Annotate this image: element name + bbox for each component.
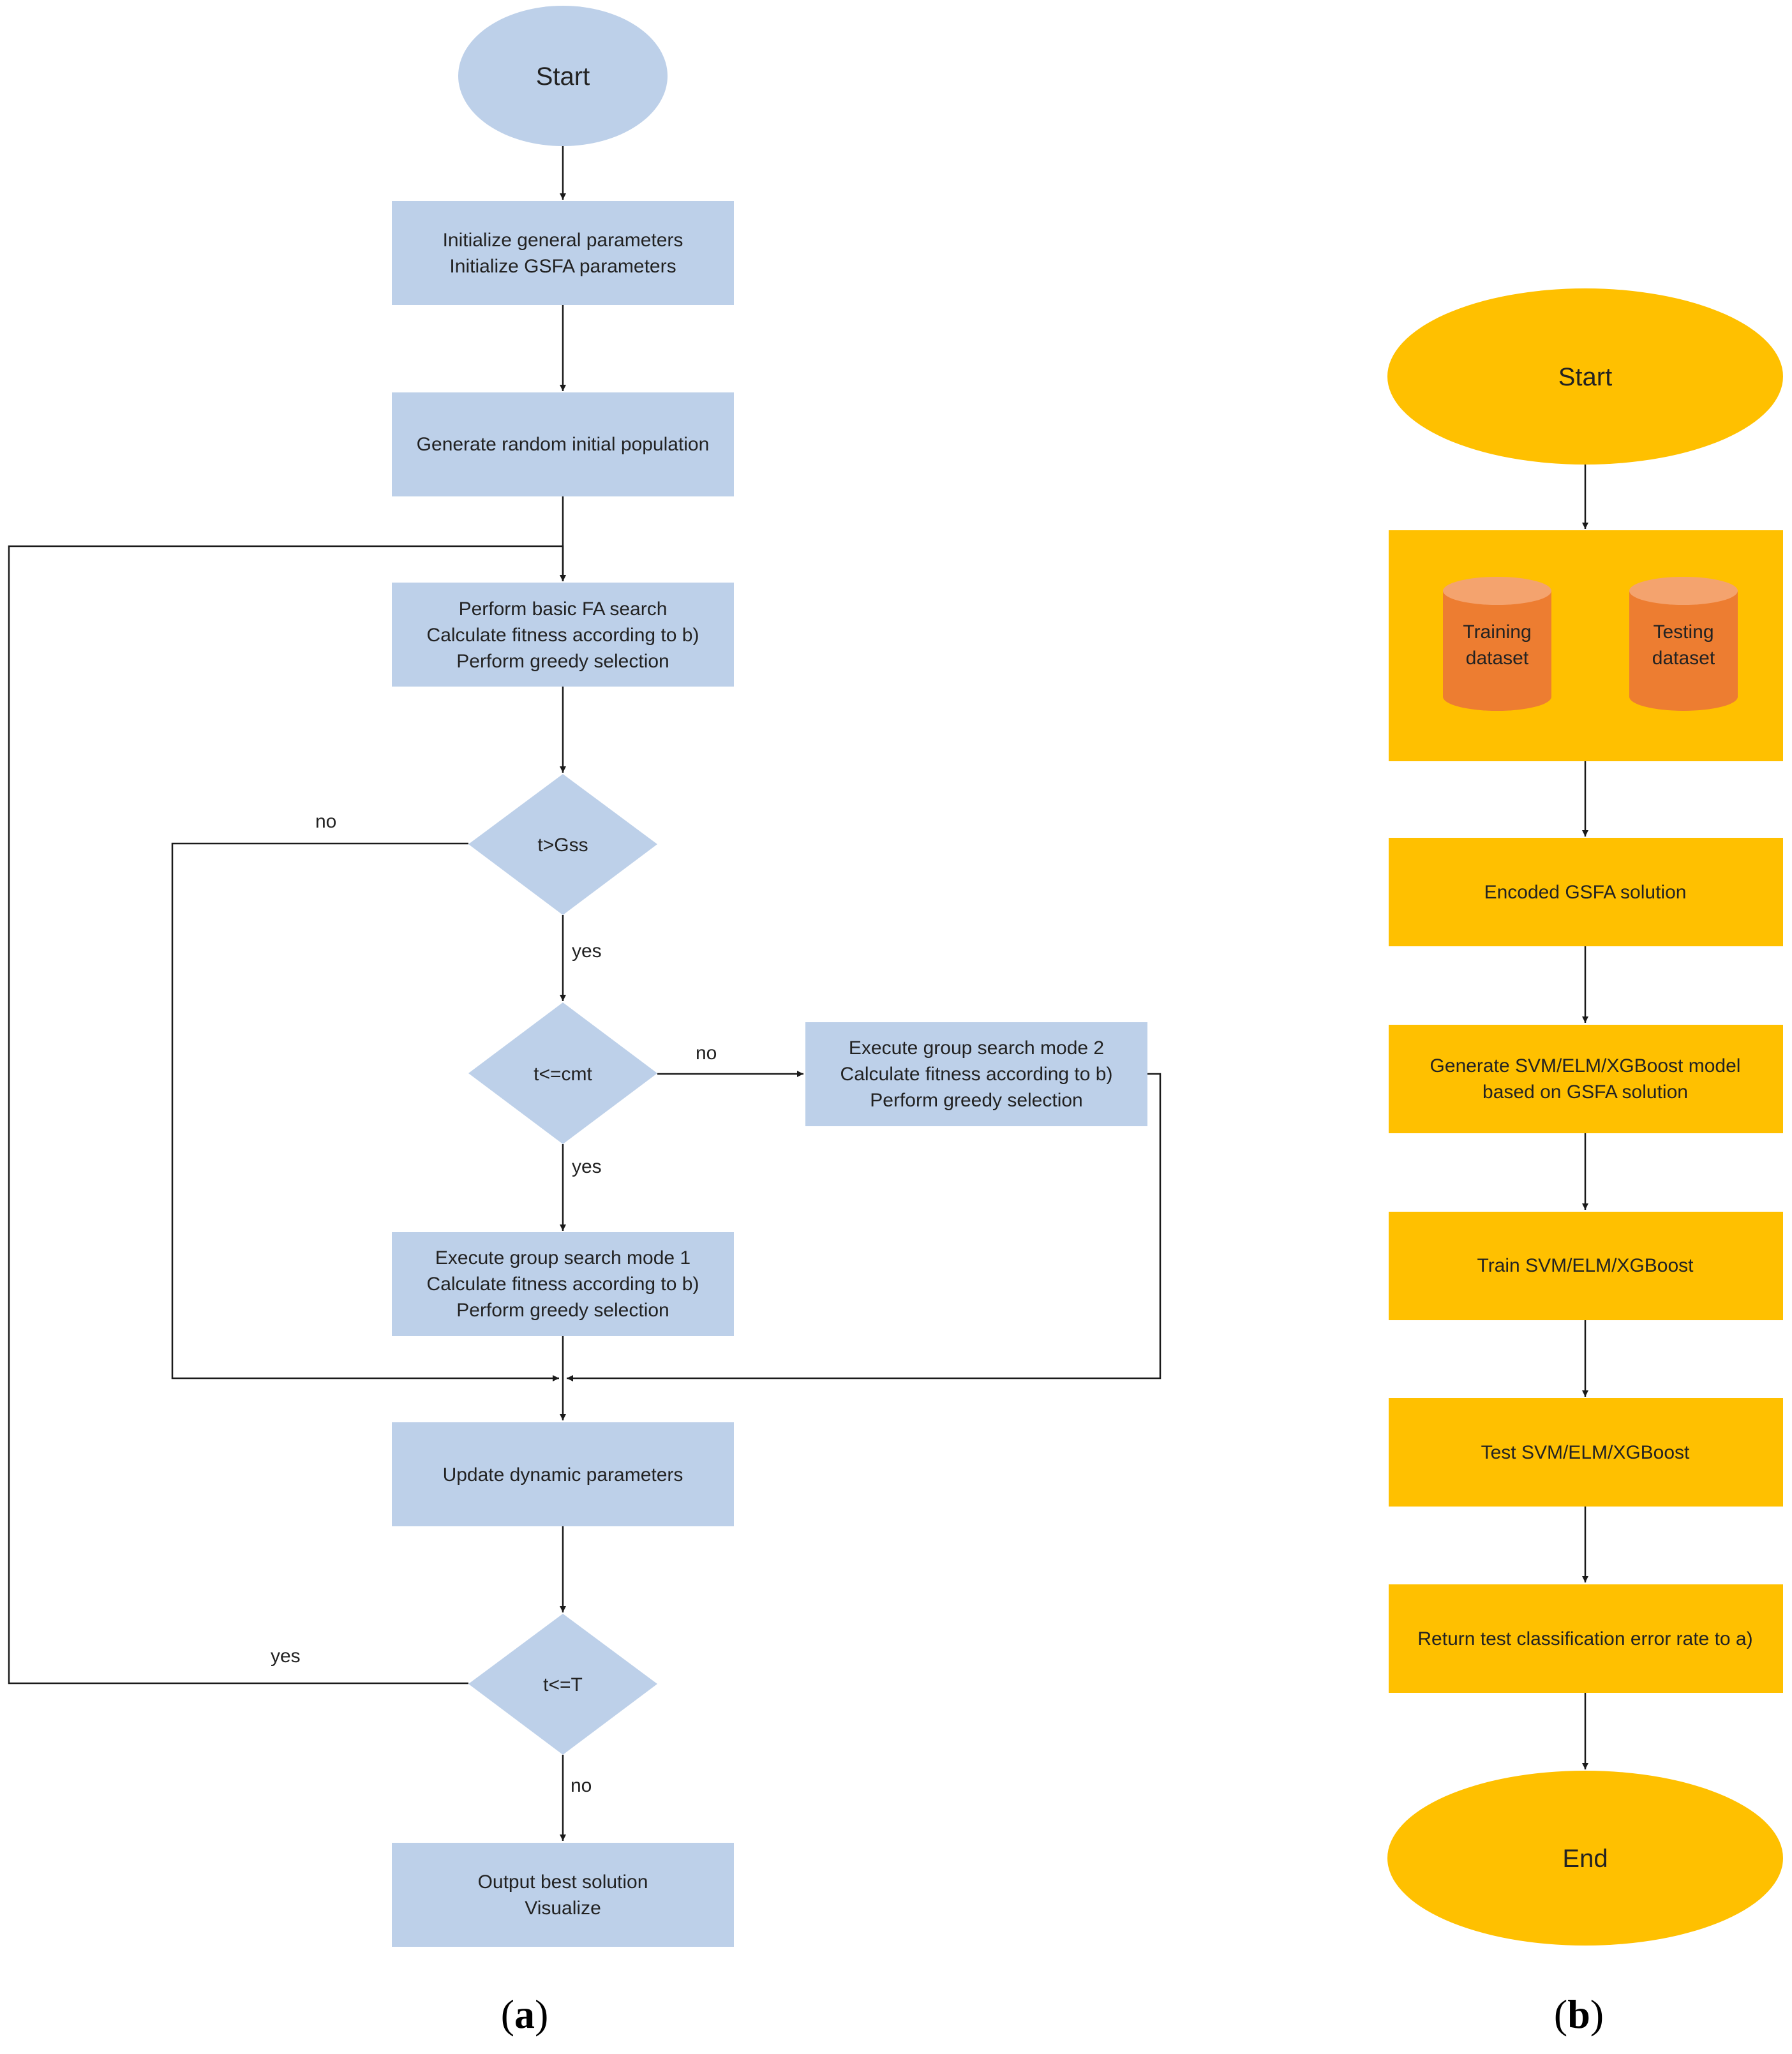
a-update-label: Update dynamic parameters [443,1464,683,1485]
b-encoded-label: Encoded GSFA solution [1484,882,1687,903]
a-mode1-label-2: Calculate fitness according to b) [427,1274,699,1295]
a-decision-t-label: t<=T [543,1674,583,1695]
a-mode2-box: Execute group search mode 2 Calculate fi… [805,1022,1147,1126]
b-test-label: Test SVM/ELM/XGBoost [1481,1442,1690,1463]
b-encoded-box: Encoded GSFA solution [1389,838,1783,946]
testing-dataset-label-2: dataset [1652,648,1715,669]
flow-b: Start Training dataset Testing dataset E… [1387,288,1783,2037]
label-cmt-no: no [696,1043,717,1064]
a-mode2-label-3: Perform greedy selection [870,1090,1083,1111]
caption-a: (a) [501,1991,549,2037]
a-mode1-label-3: Perform greedy selection [456,1300,669,1321]
b-train-box: Train SVM/ELM/XGBoost [1389,1212,1783,1320]
a-mode1-box: Execute group search mode 1 Calculate fi… [392,1232,734,1336]
a-decision-cmt: t<=cmt [468,1002,657,1144]
edge-gss-no-merge [171,842,559,1381]
a-init-box: Initialize general parameters Initialize… [392,201,734,305]
b-generate-model-label-1: Generate SVM/ELM/XGBoost model [1430,1055,1741,1076]
a-mode1-label-1: Execute group search mode 1 [435,1247,691,1269]
training-dataset-cylinder: Training dataset [1443,577,1551,711]
a-decision-cmt-label: t<=cmt [534,1064,592,1085]
a-decision-t: t<=T [468,1614,657,1755]
a-basicfa-label-1: Perform basic FA search [459,599,668,620]
a-start-node: Start [458,6,668,146]
b-test-box: Test SVM/ELM/XGBoost [1389,1398,1783,1507]
label-gss-no: no [315,811,336,832]
training-dataset-label-1: Training [1463,621,1531,643]
label-t-no: no [571,1775,592,1796]
b-return-box: Return test classification error rate to… [1389,1584,1783,1693]
a-output-label-2: Visualize [525,1898,601,1919]
caption-b: (b) [1554,1991,1604,2037]
training-dataset-label-2: dataset [1466,648,1529,669]
flow-a: no yes no yes yes no Start Initialize ge… [8,6,1161,2037]
b-train-label: Train SVM/ELM/XGBoost [1477,1255,1694,1276]
a-basicfa-box: Perform basic FA search Calculate fitnes… [392,583,734,687]
flow-a-edges [8,146,1161,1841]
a-decision-gss: t>Gss [468,774,657,915]
label-cmt-yes: yes [572,1156,602,1177]
a-basicfa-label-3: Perform greedy selection [456,651,669,672]
testing-dataset-cylinder: Testing dataset [1629,577,1738,711]
label-t-yes: yes [271,1646,301,1667]
b-end-node: End [1387,1771,1783,1946]
b-datasets-box: Training dataset Testing dataset [1389,530,1783,761]
a-mode2-label-1: Execute group search mode 2 [849,1038,1104,1059]
a-output-box: Output best solution Visualize [392,1843,734,1947]
a-init-label-1: Initialize general parameters [443,230,683,251]
a-generate-box: Generate random initial population [392,392,734,496]
b-start-label: Start [1558,363,1612,391]
b-return-label: Return test classification error rate to… [1417,1628,1752,1649]
edge-mode2-merge [567,1073,1161,1381]
a-decision-gss-label: t>Gss [537,835,588,856]
a-mode2-label-2: Calculate fitness according to b) [840,1064,1113,1085]
a-output-label-1: Output best solution [478,1872,648,1893]
a-start-label: Start [536,63,590,91]
b-generate-model-label-2: based on GSFA solution [1482,1082,1688,1103]
a-update-box: Update dynamic parameters [392,1422,734,1526]
b-generate-model-box: Generate SVM/ELM/XGBoost model based on … [1389,1025,1783,1133]
b-start-node: Start [1387,288,1783,465]
testing-dataset-label-1: Testing [1653,621,1714,643]
a-init-label-2: Initialize GSFA parameters [449,256,676,277]
edge-t-yes-loop [8,545,566,1685]
label-gss-yes: yes [572,941,602,962]
b-end-label: End [1562,1845,1608,1873]
a-generate-label: Generate random initial population [417,434,710,455]
a-basicfa-label-2: Calculate fitness according to b) [427,625,699,646]
